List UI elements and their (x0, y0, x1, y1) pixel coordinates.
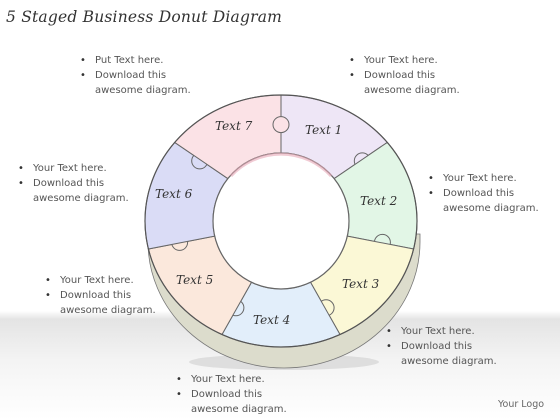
segment-label-4: Text 4 (253, 313, 290, 327)
note-text: Put Text here. (95, 55, 164, 66)
segment-label-2: Text 2 (360, 194, 397, 208)
note-item: Download this awesome diagram. (78, 68, 191, 98)
note-text: awesome diagram. (95, 85, 191, 96)
note-item: Your Text here. (426, 171, 539, 186)
note-text: Download this (443, 188, 515, 199)
note-mid-right: Your Text here. Download this awesome dia… (426, 171, 539, 216)
note-item: Your Text here. (16, 161, 129, 176)
note-item: Download this awesome diagram. (347, 68, 460, 98)
segment-label-1: Text 1 (305, 123, 342, 137)
segment-labels: Text 1 Text 2 Text 3 Text 4 Text 5 Text … (155, 119, 397, 327)
segment-label-7: Text 7 (215, 119, 253, 133)
note-text: Your Text here. (60, 275, 134, 286)
note-text: Your Text here. (401, 326, 475, 337)
page-title: 5 Staged Business Donut Diagram (6, 8, 283, 26)
note-text: awesome diagram. (60, 305, 156, 316)
note-text: Your Text here. (364, 55, 438, 66)
note-text: Your Text here. (33, 163, 107, 174)
note-text: awesome diagram. (33, 193, 129, 204)
note-text: Download this (191, 389, 263, 400)
note-text: Your Text here. (191, 374, 265, 385)
note-top-right: Your Text here. Download this awesome dia… (347, 53, 460, 98)
note-low-left: Your Text here. Download this awesome dia… (43, 273, 156, 318)
note-text: Your Text here. (443, 173, 517, 184)
note-text: awesome diagram. (364, 85, 460, 96)
note-text: awesome diagram. (191, 404, 287, 415)
note-item: Your Text here. (174, 372, 287, 387)
note-text: Download this (95, 70, 167, 81)
donut-outer-rim (144, 94, 418, 348)
note-item: Your Text here. (43, 273, 156, 288)
note-text: Download this (33, 178, 105, 189)
note-text: awesome diagram. (401, 356, 497, 367)
segment-label-6: Text 6 (155, 187, 193, 201)
note-item: Download this awesome diagram. (16, 176, 129, 206)
note-item: Download this awesome diagram. (384, 339, 497, 369)
note-text: Download this (364, 70, 436, 81)
note-item: Your Text here. (347, 53, 460, 68)
note-bottom: Your Text here. Download this awesome dia… (174, 372, 287, 417)
note-low-right: Your Text here. Download this awesome dia… (384, 324, 497, 369)
note-item: Put Text here. (78, 53, 191, 68)
logo-placeholder: Your Logo (498, 399, 545, 410)
segment-label-5: Text 5 (176, 273, 213, 287)
note-text: Download this (60, 290, 132, 301)
inner-rim-shade (229, 152, 333, 178)
note-item: Download this awesome diagram. (426, 186, 539, 216)
puzzle-tab-7 (272, 116, 290, 134)
note-mid-left: Your Text here. Download this awesome dia… (16, 161, 129, 206)
note-top-left: Put Text here. Download this awesome diag… (78, 53, 191, 98)
note-item: Your Text here. (384, 324, 497, 339)
note-text: awesome diagram. (443, 203, 539, 214)
note-text: Download this (401, 341, 473, 352)
note-item: Download this awesome diagram. (174, 387, 287, 417)
segment-label-3: Text 3 (342, 277, 380, 291)
note-item: Download this awesome diagram. (43, 288, 156, 318)
